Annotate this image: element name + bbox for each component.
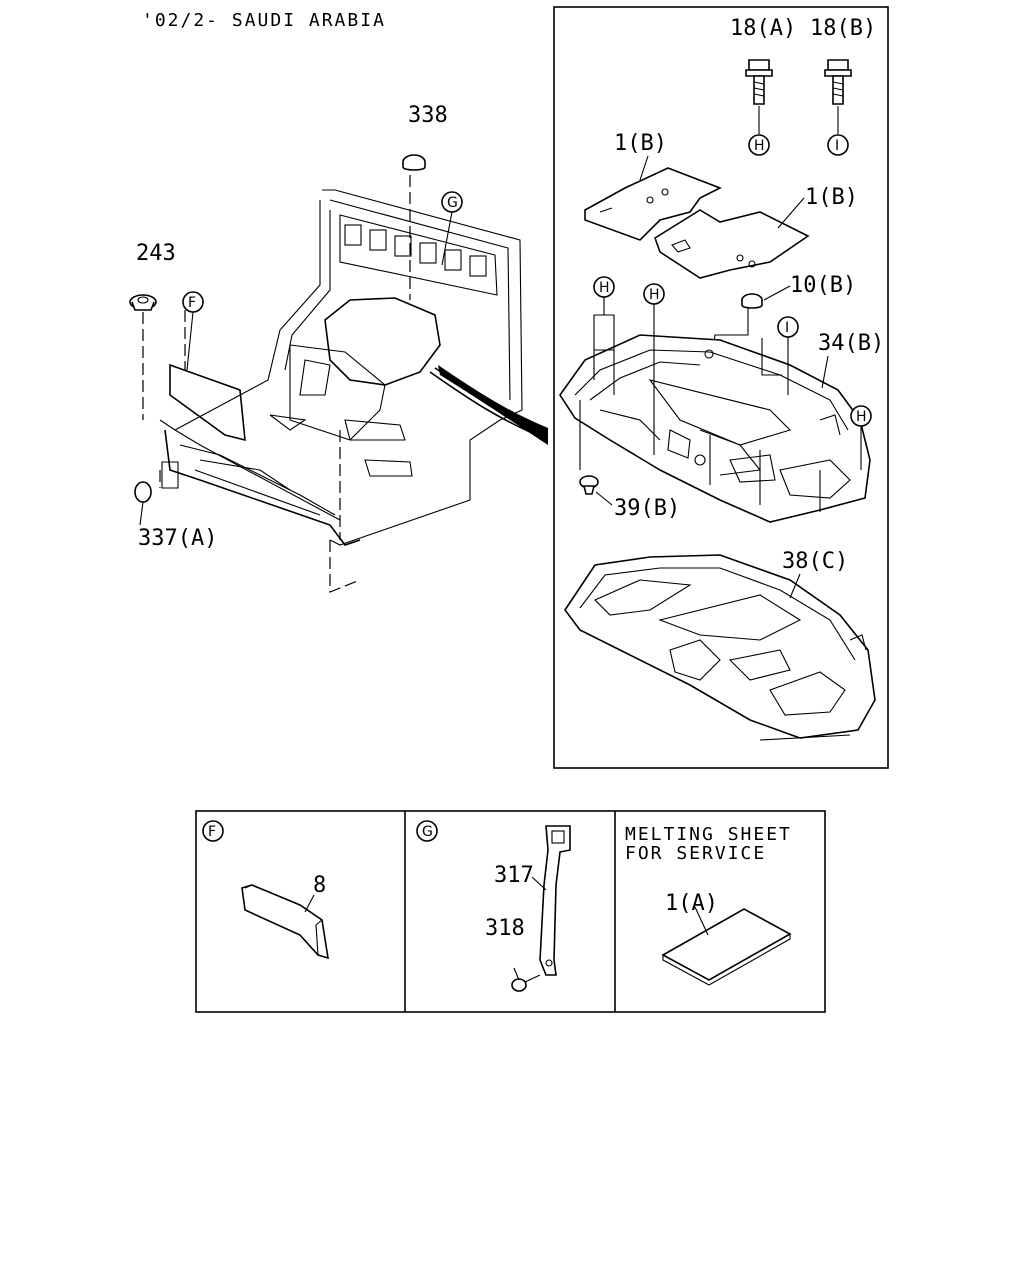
svg-text:H: H	[856, 409, 867, 425]
vehicle-floor-overview	[142, 175, 549, 593]
insulator-38c	[564, 554, 876, 741]
part-label-317: 317	[494, 863, 534, 888]
part-label-34b: 34(B)	[818, 331, 884, 356]
bolt-18b: I	[824, 59, 852, 156]
callout-i-right: I	[761, 316, 799, 395]
callout-g-overview: G	[441, 191, 463, 266]
part-label-1b-top: 1(B)	[614, 131, 667, 156]
part-label-338: 338	[408, 103, 448, 128]
part-label-318: 318	[485, 916, 525, 941]
callout-h-left: H	[593, 276, 615, 395]
sheet-1b-left	[584, 167, 722, 241]
part-label-18a: 18(A)	[730, 16, 796, 41]
svg-text:H: H	[649, 287, 660, 303]
detail-box	[553, 6, 889, 769]
part-label-243: 243	[136, 241, 176, 266]
part-label-337a: 337(A)	[138, 526, 217, 551]
svg-text:I: I	[835, 138, 839, 154]
part-label-1b-right: 1(B)	[805, 185, 858, 210]
melting-sheet-1a	[661, 906, 792, 986]
callout-f-overview: F	[182, 291, 204, 371]
callout-h-middle: H	[643, 283, 665, 455]
svg-text:H: H	[599, 280, 610, 296]
part-label-18b: 18(B)	[810, 16, 876, 41]
part-label-10b: 10(B)	[790, 273, 856, 298]
part-label-1a: 1(A)	[665, 891, 718, 916]
svg-text:G: G	[447, 195, 458, 211]
screw-39b	[579, 475, 613, 506]
panel-f: F	[202, 820, 329, 960]
sheet-1b-right	[654, 209, 810, 279]
callout-h-far-right: H	[850, 405, 872, 470]
svg-text:G: G	[422, 824, 433, 840]
plug-338	[402, 154, 426, 171]
clip-337a	[134, 481, 152, 526]
grommet-243	[129, 294, 157, 311]
part-label-38c: 38(C)	[782, 549, 848, 574]
svg-text:H: H	[754, 138, 765, 154]
part-label-39b: 39(B)	[614, 496, 680, 521]
melting-sheet-title-line2: FOR SERVICE	[625, 843, 766, 864]
insulator-34b	[559, 334, 871, 523]
melting-sheet-title-line1: MELTING SHEET	[625, 824, 792, 845]
svg-text:F: F	[188, 295, 196, 311]
svg-text:I: I	[785, 320, 789, 336]
svg-text:F: F	[208, 824, 216, 840]
diagram-title: '02/2- SAUDI ARABIA	[142, 10, 386, 31]
panel-g: G	[416, 820, 571, 992]
legend-panels	[195, 810, 826, 1013]
bolt-18a: H	[745, 59, 773, 156]
part-label-8: 8	[313, 873, 326, 898]
